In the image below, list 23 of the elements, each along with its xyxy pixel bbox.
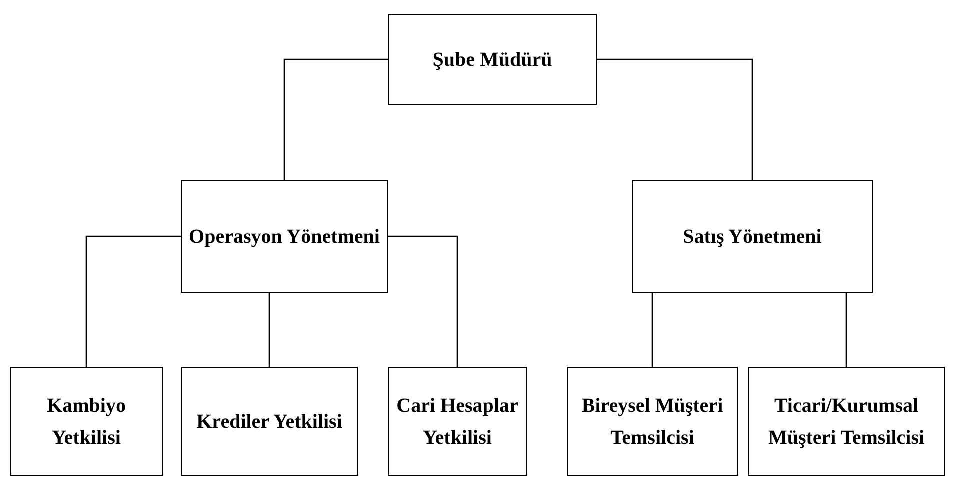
org-chart-box — [632, 180, 873, 293]
position-title: Şube Müdürü — [432, 48, 552, 72]
org-chart-box — [567, 367, 738, 476]
org-chart-box — [10, 367, 163, 476]
position-title: Operasyon Yönetmeni — [189, 224, 380, 250]
position-title: Kambiyo Yetkilisi — [46, 394, 127, 450]
connector-line — [846, 293, 848, 367]
connector-line — [597, 58, 754, 180]
position-title: Krediler Yetkilisi — [196, 410, 342, 434]
connector-line — [284, 58, 388, 180]
org-chart-box — [181, 180, 388, 293]
org-chart-box — [181, 367, 358, 476]
connector-line — [268, 293, 270, 367]
connector-line — [388, 236, 458, 367]
connector-line — [652, 293, 654, 367]
position-title: Cari Hesaplar Yetkilisi — [396, 394, 520, 450]
position-title: Ticari/Kurumsal Müşteri Temsilcisi — [767, 394, 926, 450]
org-chart-box — [388, 14, 597, 105]
connector-line — [86, 236, 181, 367]
position-title: Satış Yönetmeni — [683, 224, 822, 250]
position-title: Bireysel Müşteri Temsilcisi — [580, 394, 724, 450]
org-chart-box — [388, 367, 527, 476]
org-chart-box — [748, 367, 945, 476]
